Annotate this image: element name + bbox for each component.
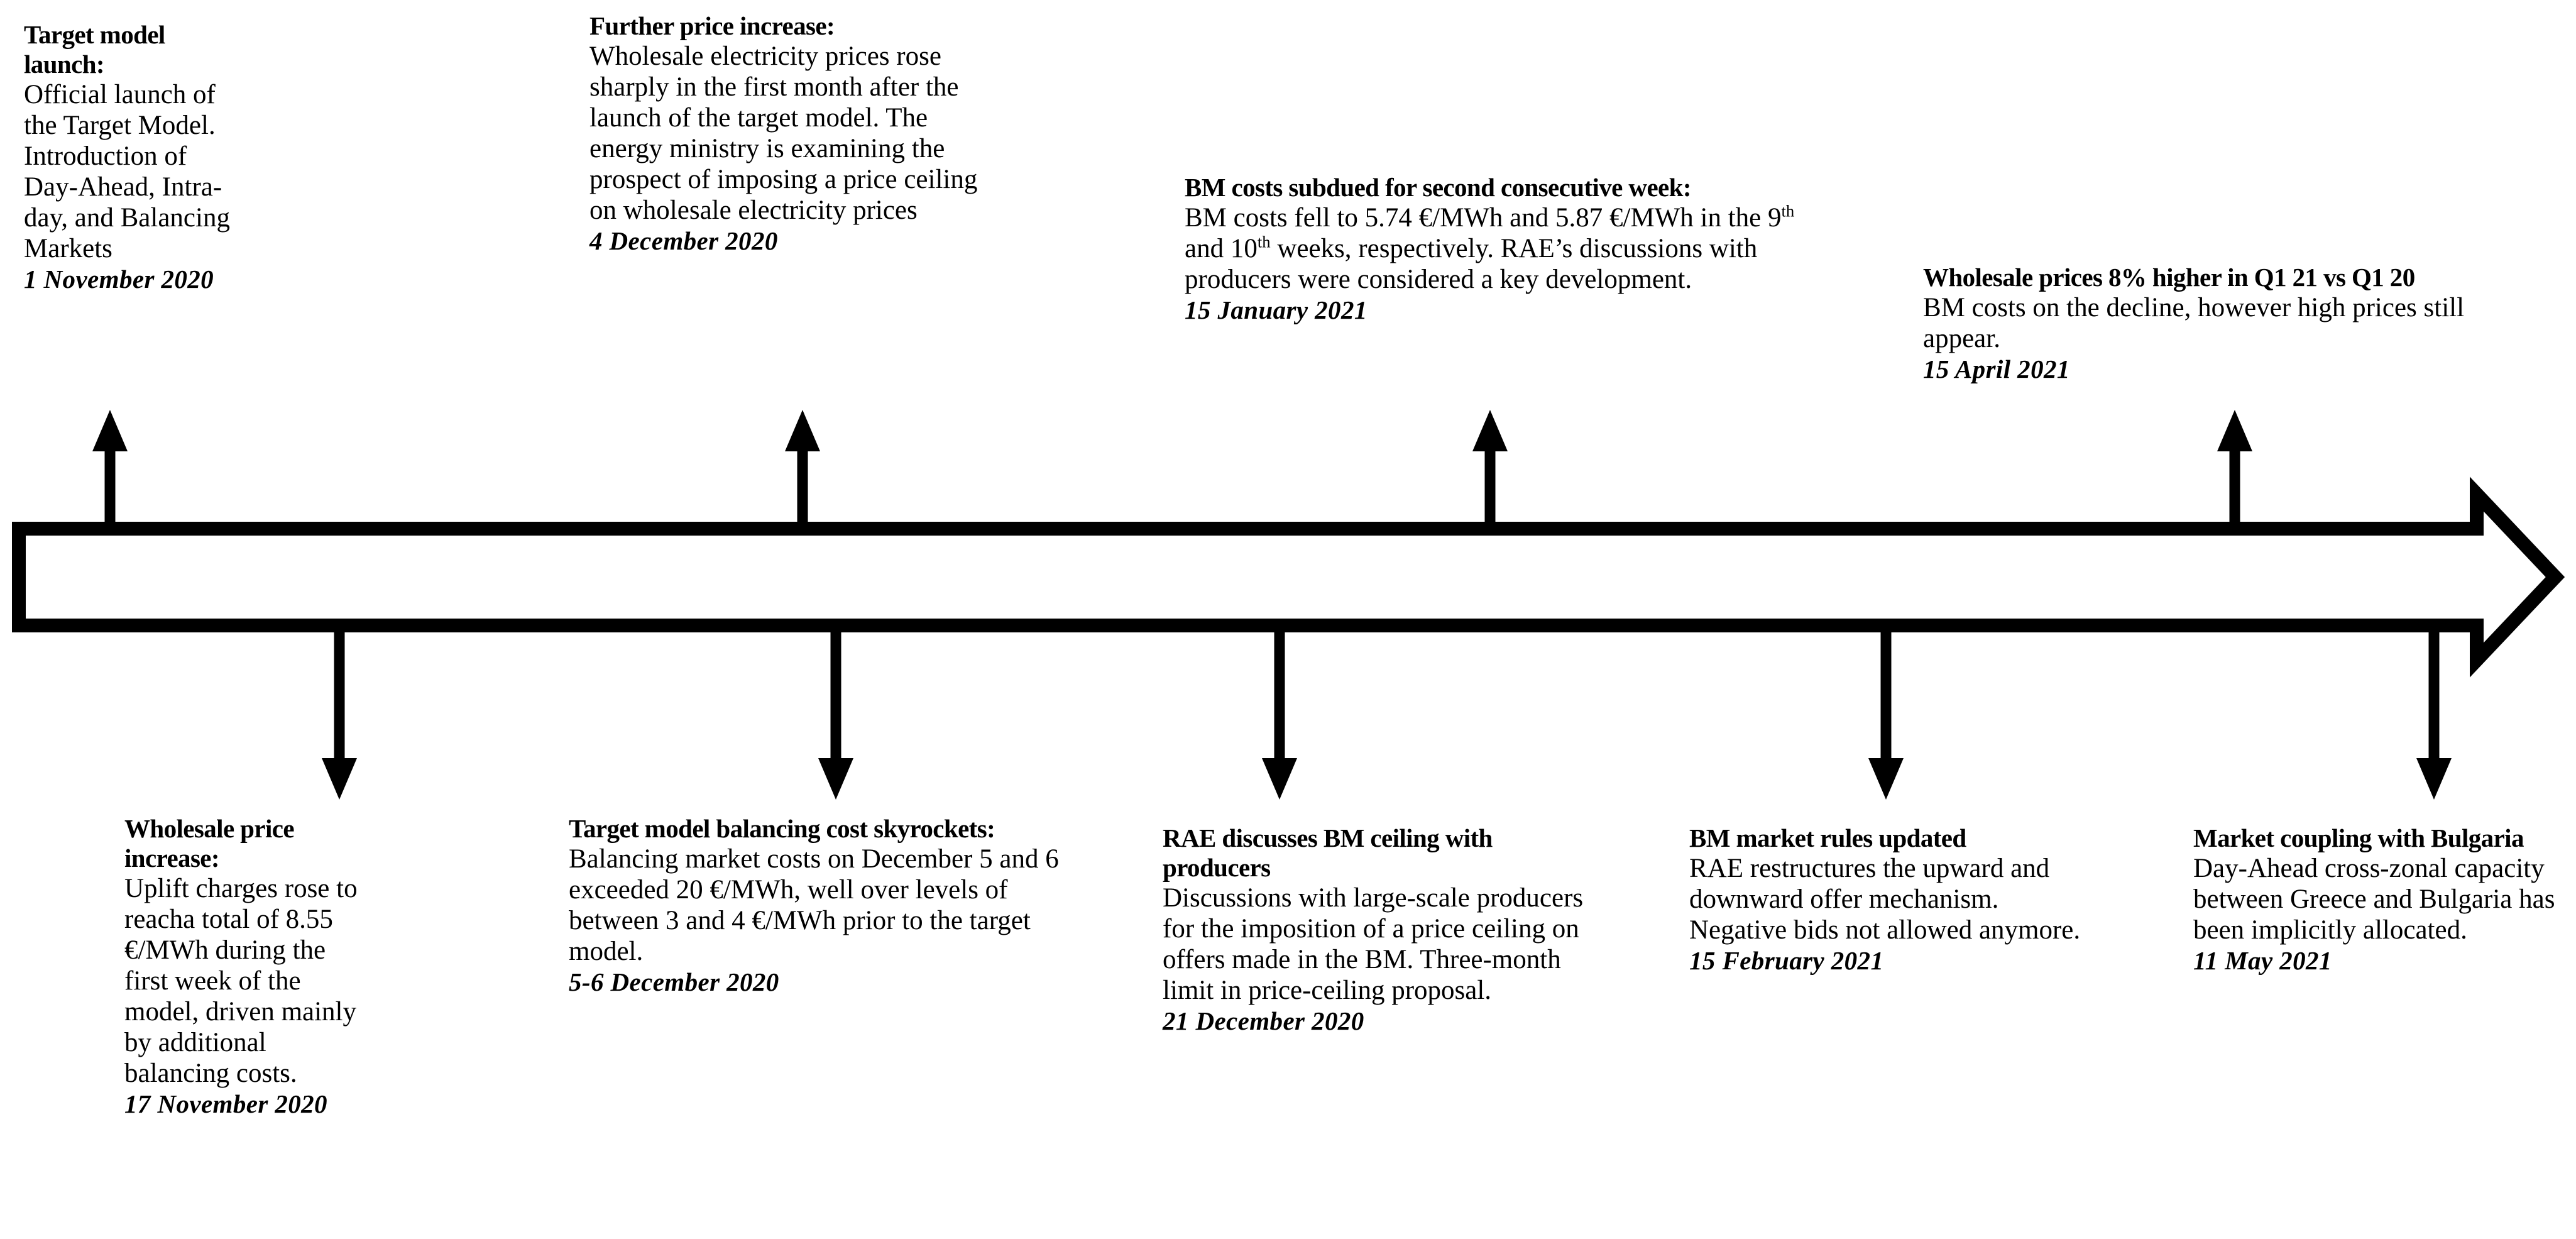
event-date: 15 January 2021 (1185, 295, 1367, 324)
event-body-pre: BM costs fell to 5.74 €/MWh and 5.87 €/M… (1185, 203, 1782, 233)
connector-down-2 (818, 625, 853, 800)
event-body: Discussions with large-scale producers f… (1163, 883, 1584, 1005)
event-above-1: Target model launch: Official launch of … (24, 20, 231, 294)
connector-up-4 (2217, 410, 2252, 529)
event-body: Wholesale electricity prices rose sharpl… (589, 41, 978, 225)
event-body: BM costs on the decline, however high pr… (1923, 293, 2465, 353)
event-date: 21 December 2020 (1163, 1006, 1364, 1035)
event-heading: Wholesale prices 8% higher in Q1 21 vs Q… (1923, 263, 2415, 292)
event-body: BM costs fell to 5.74 €/MWh and 5.87 €/M… (1185, 202, 1807, 295)
connector-down-5 (2416, 625, 2452, 800)
ordinal-suffix-2: th (1257, 232, 1271, 251)
event-date: 11 May 2021 (2193, 946, 2332, 975)
event-date: 17 November 2020 (124, 1089, 327, 1118)
event-below-2: Target model balancing cost skyrockets: … (569, 814, 1065, 997)
event-heading: BM costs subdued for second consecutive … (1185, 173, 1692, 202)
event-below-4: BM market rules updated RAE restructures… (1689, 823, 2091, 976)
event-body: Uplift charges rose to reacha total of 8… (124, 874, 358, 1088)
event-body: Day-Ahead cross-zonal capacity between G… (2193, 854, 2555, 945)
event-heading: Wholesale price increase: (124, 814, 295, 873)
timeline-axis-arrow (12, 476, 2565, 678)
axis-month-april-2021: April 2021 (2069, 542, 2192, 573)
event-date: 15 April 2021 (1923, 355, 2070, 383)
event-below-1: Wholesale price increase: Uplift charges… (124, 814, 363, 1119)
connector-down-4 (1868, 625, 1904, 800)
event-above-2: Further price increase: Wholesale electr… (589, 11, 998, 256)
axis-month-may-2021: May 2021 (2299, 542, 2413, 573)
ordinal-suffix-1: th (1781, 201, 1795, 221)
event-heading: Target model launch: (24, 20, 165, 79)
event-date: 15 February 2021 (1689, 946, 1884, 975)
event-body-post: weeks, respectively. RAE’s discussions w… (1185, 234, 1758, 294)
event-body: Balancing market costs on December 5 and… (569, 844, 1059, 966)
event-heading: Market coupling with Bulgaria (2193, 823, 2524, 852)
connector-up-1 (92, 410, 128, 529)
event-heading: Target model balancing cost skyrockets: (569, 814, 995, 843)
event-date: 5-6 December 2020 (569, 967, 779, 996)
event-above-3: BM costs subdued for second consecutive … (1185, 173, 1807, 325)
event-heading: Further price increase: (589, 11, 835, 40)
connector-up-2 (785, 410, 820, 529)
event-date: 4 December 2020 (589, 226, 778, 255)
connector-down-3 (1262, 625, 1297, 800)
event-date: 1 November 2020 (24, 265, 214, 294)
axis-month-february-2021: February 2021 (1679, 542, 1851, 573)
event-body-mid: and 10 (1185, 234, 1258, 263)
event-heading: RAE discusses BM ceiling with producers (1163, 823, 1493, 882)
axis-month-january-2021: January 2021 (1396, 542, 1554, 573)
event-below-3: RAE discusses BM ceiling with producers … (1163, 823, 1603, 1036)
connector-up-3 (1472, 410, 1508, 529)
event-heading: BM market rules updated (1689, 823, 1966, 852)
event-above-4: Wholesale prices 8% higher in Q1 21 vs Q… (1923, 263, 2514, 384)
axis-month-december-2020: December 2020 (596, 542, 774, 573)
axis-month-november-2020: November 2020 (45, 542, 227, 573)
event-below-5: Market coupling with Bulgaria Day-Ahead … (2193, 823, 2576, 976)
event-body: RAE restructures the upward and downward… (1689, 854, 2081, 945)
connector-down-1 (322, 625, 357, 800)
event-body: Official launch of the Target Model. Int… (24, 80, 230, 263)
